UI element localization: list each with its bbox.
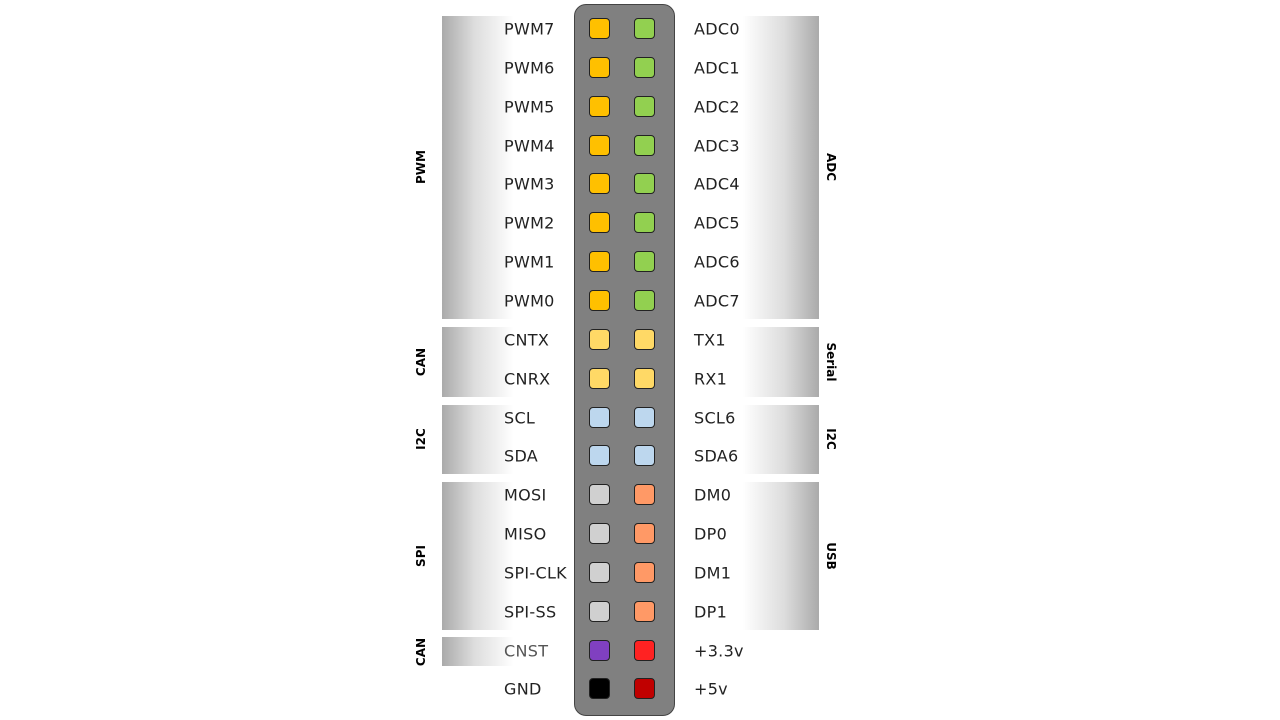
left-group-band bbox=[442, 326, 572, 397]
right-group-band bbox=[680, 482, 819, 630]
pin-left bbox=[589, 523, 610, 545]
pin-label-left: GND bbox=[504, 679, 542, 699]
pin-label-right: ADC3 bbox=[694, 136, 740, 156]
pin-right bbox=[634, 484, 655, 506]
right-group-band bbox=[680, 326, 819, 397]
pin-label-left: PWM5 bbox=[504, 97, 555, 117]
pin-label-right: TX1 bbox=[694, 330, 726, 350]
pin-left bbox=[589, 173, 610, 195]
pin-label-left: SDA bbox=[504, 446, 539, 466]
pin-label-left: SPI-SS bbox=[504, 602, 557, 622]
pin-label-left: PWM3 bbox=[504, 174, 555, 194]
left-group-band bbox=[442, 404, 572, 475]
pin-left bbox=[589, 328, 610, 350]
pin-left bbox=[589, 95, 610, 117]
pin-label-right: DM0 bbox=[694, 485, 732, 505]
pin-label-left: PWM7 bbox=[504, 19, 555, 39]
pin-right bbox=[634, 289, 655, 311]
pin-left bbox=[589, 289, 610, 311]
pin-label-right: ADC2 bbox=[694, 97, 740, 117]
pin-left bbox=[589, 445, 610, 467]
pin-right bbox=[634, 445, 655, 467]
pin-label-left: MOSI bbox=[504, 485, 547, 505]
right-group-label: I2C bbox=[824, 428, 838, 451]
left-group-label: CAN bbox=[414, 637, 428, 666]
pin-label-left: CNST bbox=[504, 641, 549, 661]
pin-label-left: CNTX bbox=[504, 330, 550, 350]
pin-left bbox=[589, 18, 610, 39]
connector-header bbox=[574, 4, 675, 716]
left-group-band bbox=[442, 16, 572, 319]
pin-label-left: MISO bbox=[504, 524, 547, 544]
pin-label-right: ADC1 bbox=[694, 58, 740, 78]
right-group-label: Serial bbox=[824, 342, 838, 382]
pin-label-right: +5v bbox=[694, 679, 728, 699]
pin-label-right: ADC5 bbox=[694, 213, 740, 233]
right-group-label: USB bbox=[824, 542, 838, 570]
pin-label-right: DP1 bbox=[694, 602, 728, 622]
pin-left bbox=[589, 678, 610, 700]
pin-label-right: ADC7 bbox=[694, 291, 740, 311]
left-group-label: I2C bbox=[414, 428, 428, 451]
pin-label-left: SCL bbox=[504, 408, 536, 427]
left-group-label: CAN bbox=[414, 347, 428, 376]
right-group-label: ADC bbox=[824, 153, 838, 182]
pin-left bbox=[589, 600, 610, 622]
pin-right bbox=[634, 600, 655, 622]
pin-label-left: CNRX bbox=[504, 369, 551, 389]
pin-label-right: ADC4 bbox=[694, 174, 740, 194]
left-group-band bbox=[442, 482, 572, 630]
pin-right bbox=[634, 173, 655, 195]
pin-label-right: DP0 bbox=[694, 524, 728, 544]
pin-right bbox=[634, 134, 655, 156]
pin-left bbox=[589, 406, 610, 428]
pin-label-right: SCL6 bbox=[694, 408, 736, 427]
pin-label-left: PWM6 bbox=[504, 58, 555, 78]
left-group-label: SPI bbox=[414, 545, 428, 567]
pin-label-right: +3.3v bbox=[694, 641, 744, 661]
pin-label-left: PWM4 bbox=[504, 136, 555, 156]
pin-left bbox=[589, 212, 610, 234]
left-group-band bbox=[442, 636, 572, 666]
pin-right bbox=[634, 367, 655, 389]
pin-label-right: ADC6 bbox=[694, 252, 740, 272]
pin-left bbox=[589, 251, 610, 273]
pin-label-left: PWM0 bbox=[504, 291, 555, 311]
pin-left bbox=[589, 639, 610, 661]
pin-right bbox=[634, 18, 655, 39]
pin-left bbox=[589, 484, 610, 506]
pin-label-right: RX1 bbox=[694, 369, 728, 389]
pin-right bbox=[634, 523, 655, 545]
right-group-band bbox=[680, 16, 819, 319]
pin-left bbox=[589, 56, 610, 78]
pin-right bbox=[634, 95, 655, 117]
pin-right bbox=[634, 561, 655, 583]
pin-right bbox=[634, 328, 655, 350]
pin-left bbox=[589, 134, 610, 156]
pin-left bbox=[589, 367, 610, 389]
pin-label-right: SDA6 bbox=[694, 446, 739, 466]
right-group-band bbox=[680, 404, 819, 475]
pin-right bbox=[634, 212, 655, 234]
pin-label-left: SPI-CLK bbox=[504, 563, 567, 583]
pin-right bbox=[634, 406, 655, 428]
pin-right bbox=[634, 251, 655, 273]
pin-left bbox=[589, 561, 610, 583]
pin-label-right: ADC0 bbox=[694, 19, 740, 39]
pin-label-left: PWM1 bbox=[504, 252, 555, 272]
pin-right bbox=[634, 639, 655, 661]
pin-right bbox=[634, 56, 655, 78]
pin-right bbox=[634, 678, 655, 700]
pin-label-left: PWM2 bbox=[504, 213, 555, 233]
pin-label-right: DM1 bbox=[694, 563, 732, 583]
left-group-label: PWM bbox=[414, 150, 428, 185]
